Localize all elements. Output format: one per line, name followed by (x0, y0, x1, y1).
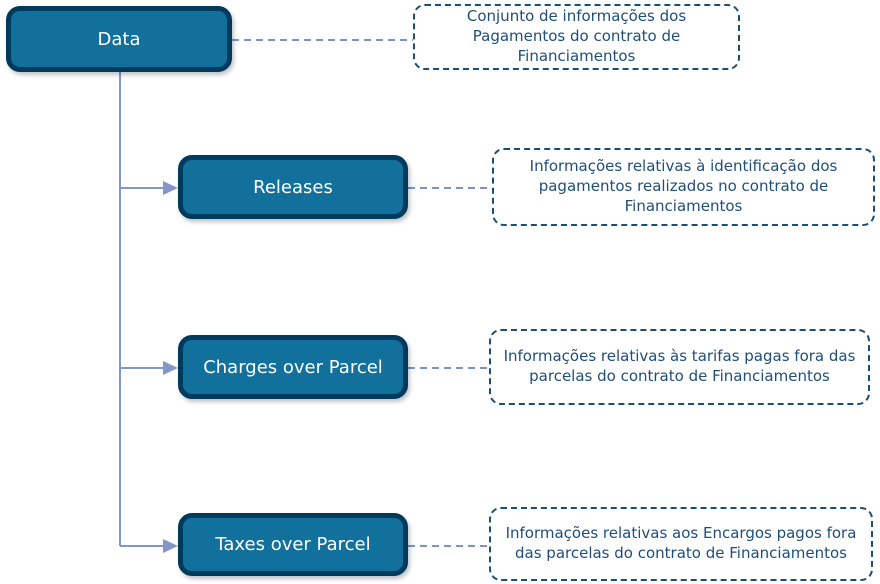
note-charges-text: Informações relativas às tarifas pagas f… (503, 347, 856, 385)
node-data: Data (6, 6, 232, 72)
note-callout-data: Conjunto de informações dos Pagamentos d… (413, 4, 740, 70)
branch-arrow-releases (120, 181, 178, 195)
note-callout-releases: Informações relativas à identificação do… (492, 148, 875, 226)
branch-arrow-taxes (120, 539, 178, 553)
node-taxes-over-parcel: Taxes over Parcel (178, 513, 408, 576)
node-charges-label: Charges over Parcel (203, 356, 383, 378)
note-data-text: Conjunto de informações dos Pagamentos d… (466, 7, 687, 65)
node-taxes-label: Taxes over Parcel (215, 534, 371, 555)
node-data-label: Data (97, 28, 141, 50)
note-taxes-text: Informações relativas aos Encargos pagos… (505, 524, 857, 562)
node-releases: Releases (178, 155, 408, 219)
node-releases-label: Releases (253, 176, 333, 198)
branch-arrow-charges (120, 361, 178, 375)
node-charges-over-parcel: Charges over Parcel (178, 335, 408, 399)
note-callout-taxes: Informações relativas aos Encargos pagos… (489, 507, 873, 581)
note-releases-text: Informações relativas à identificação do… (529, 157, 838, 215)
note-callout-charges: Informações relativas às tarifas pagas f… (489, 329, 870, 405)
